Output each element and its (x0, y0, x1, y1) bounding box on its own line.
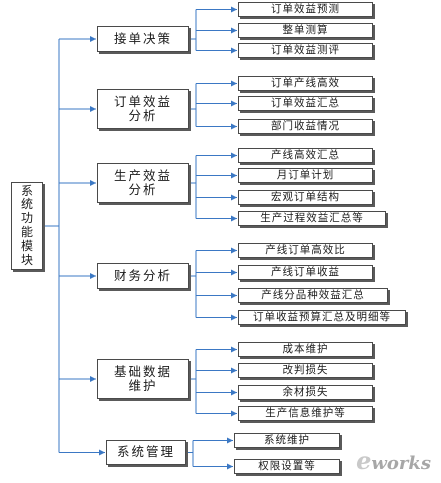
leaf-box-0-2: 订单效益测评 (238, 43, 373, 58)
category-box-5: 系统管理 (106, 440, 186, 465)
category-arrow-1 (90, 106, 96, 112)
leaf-box-3-1: 产线订单收益 (238, 265, 373, 280)
leaf-arrow-1-1 (231, 100, 237, 107)
category-box-2: 生产效益 分析 (97, 163, 189, 203)
leaf-box-1-2-label: 部门收益情况 (271, 120, 340, 133)
category-arrow-4 (90, 376, 96, 382)
category-box-3-label: 财务分析 (113, 267, 172, 283)
leaf-box-5-1: 权限设置等 (234, 459, 340, 474)
leaf-box-0-0-label: 订单效益预测 (271, 3, 340, 16)
leaf-box-2-2: 宏观订单结构 (238, 190, 373, 205)
leaf-box-5-0-label: 系统维护 (264, 434, 310, 447)
leaf-arrow-4-3 (231, 410, 237, 417)
leaf-box-0-1-label: 整单测算 (282, 24, 329, 37)
category-box-3: 财务分析 (97, 263, 189, 289)
leaf-box-2-0: 产线高效汇总 (238, 148, 373, 163)
leaf-arrow-2-3 (231, 215, 237, 222)
leaf-arrow-4-0 (231, 346, 237, 353)
category-arrow-2 (90, 180, 96, 186)
category-box-1-label: 订单效益 分析 (113, 93, 172, 123)
category-box-0: 接单决策 (97, 26, 189, 52)
leaf-box-2-2-label: 宏观订单结构 (271, 191, 340, 204)
leaf-arrow-3-1 (231, 269, 237, 276)
category-box-4-label: 基础数据 维护 (113, 363, 172, 393)
leaf-arrow-2-0 (231, 152, 237, 159)
leaf-box-5-1-label: 权限设置等 (258, 460, 316, 473)
leaf-box-3-0-label: 产线订单高效比 (265, 244, 346, 257)
leaf-box-4-3: 生产信息维护等 (238, 406, 373, 421)
leaf-box-1-1: 订单效益汇总 (238, 96, 373, 111)
leaf-arrow-4-1 (231, 367, 237, 374)
leaf-arrow-0-1 (231, 27, 237, 34)
root-box-system-modules: 系 统 功 能 模 块 (11, 182, 43, 270)
leaf-box-4-0: 成本维护 (238, 342, 373, 357)
eworks-watermark: eworks (356, 446, 431, 475)
leaf-arrow-0-0 (231, 6, 237, 13)
leaf-arrow-1-0 (231, 80, 237, 87)
leaf-box-2-3: 生产过程效益汇总等 (238, 211, 386, 226)
leaf-box-3-2: 产线分品种效益汇总 (238, 288, 388, 303)
leaf-box-4-1-label: 改判损失 (282, 364, 329, 377)
leaf-arrow-0-2 (231, 47, 237, 54)
category-arrow-5 (99, 449, 105, 456)
category-box-2-label: 生产效益 分析 (113, 167, 172, 197)
leaf-arrow-1-2 (231, 123, 237, 130)
root-label: 系 统 功 能 模 块 (20, 183, 33, 267)
leaf-arrow-5-0 (227, 437, 233, 444)
leaf-box-4-2-label: 余材损失 (282, 386, 329, 399)
leaf-box-5-0: 系统维护 (234, 433, 340, 448)
leaf-box-1-2: 部门收益情况 (238, 119, 373, 134)
leaf-box-4-1: 改判损失 (238, 363, 373, 378)
leaf-box-2-0-label: 产线高效汇总 (271, 149, 340, 162)
category-box-1: 订单效益 分析 (97, 89, 189, 129)
leaf-arrow-4-2 (231, 389, 237, 396)
category-box-0-label: 接单决策 (113, 30, 172, 46)
leaf-arrow-2-2 (231, 194, 237, 201)
leaf-arrow-5-1 (227, 463, 233, 470)
category-box-5-label: 系统管理 (116, 444, 175, 460)
leaf-box-2-1-label: 月订单计划 (276, 169, 335, 182)
leaf-arrow-2-1 (231, 172, 237, 179)
leaf-box-4-2: 余材损失 (238, 385, 373, 400)
leaf-box-1-0: 订单产线高效 (238, 76, 373, 91)
leaf-box-2-1: 月订单计划 (238, 168, 373, 183)
leaf-box-3-3: 订单收益预算汇总及明细等 (238, 310, 406, 325)
leaf-box-3-2-label: 产线分品种效益汇总 (261, 289, 365, 302)
leaf-box-1-1-label: 订单效益汇总 (271, 97, 340, 110)
leaf-box-1-0-label: 订单产线高效 (271, 77, 340, 90)
leaf-box-3-0: 产线订单高效比 (238, 243, 373, 258)
leaf-box-0-0: 订单效益预测 (238, 2, 373, 17)
category-box-4: 基础数据 维护 (97, 359, 189, 399)
leaf-box-4-3-label: 生产信息维护等 (265, 407, 346, 420)
leaf-box-4-0-label: 成本维护 (282, 343, 329, 356)
leaf-box-3-3-label: 订单收益预算汇总及明细等 (253, 311, 391, 324)
category-arrow-0 (90, 36, 96, 42)
leaf-box-2-3-label: 生产过程效益汇总等 (260, 212, 364, 225)
leaf-arrow-3-0 (231, 247, 237, 254)
leaf-box-0-2-label: 订单效益测评 (271, 44, 340, 57)
leaf-arrow-3-3 (231, 314, 237, 321)
leaf-box-3-1-label: 产线订单收益 (271, 266, 340, 279)
leaf-box-0-1: 整单测算 (238, 23, 373, 38)
leaf-arrow-3-2 (231, 292, 237, 299)
category-arrow-3 (90, 273, 96, 279)
